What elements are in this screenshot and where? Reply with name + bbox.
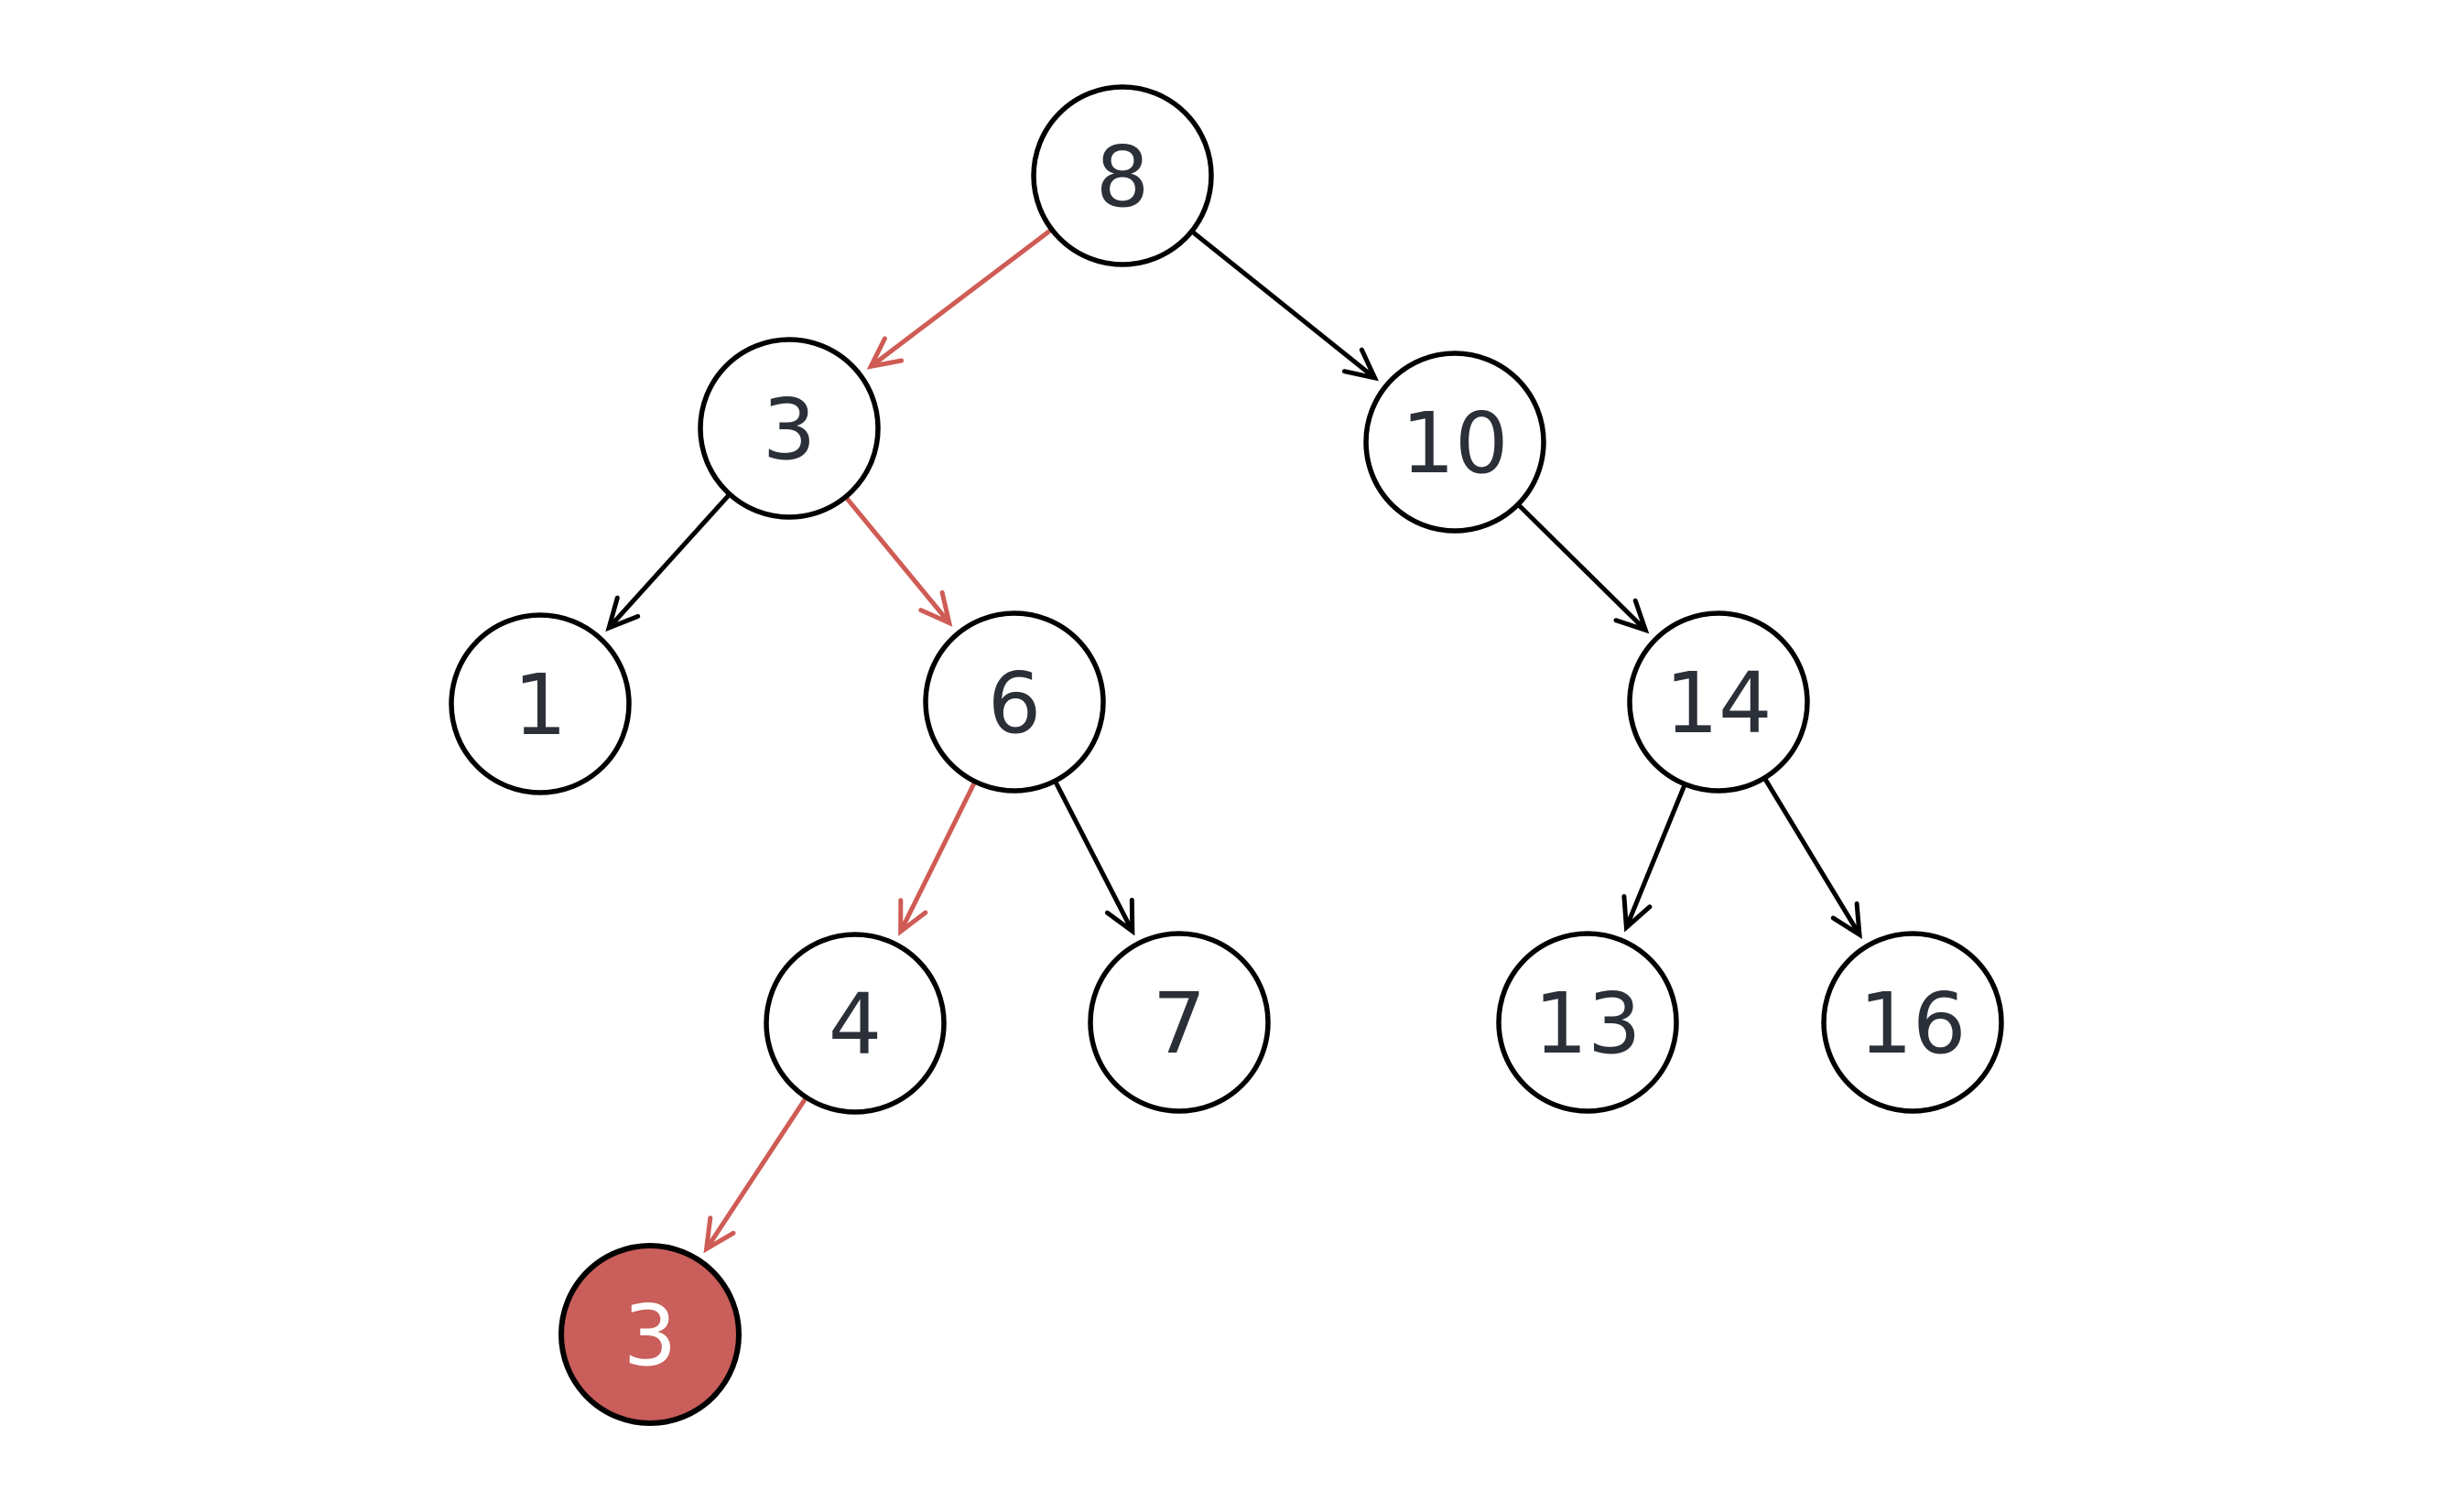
tree-node-4: 4	[764, 932, 947, 1115]
node-circle-1	[449, 612, 632, 795]
node-circle-16	[1821, 931, 2004, 1114]
edge-3-6	[844, 496, 953, 627]
edge-14-13	[1621, 784, 1686, 933]
arrowhead-6-7	[1104, 897, 1135, 936]
node-label-14: 14	[1664, 654, 1772, 752]
edge-14-16	[1763, 778, 1862, 940]
edge-10-14	[1517, 503, 1650, 634]
node-label-13: 13	[1534, 975, 1641, 1073]
edge-line-3-1	[607, 493, 731, 630]
tree-node-1: 1	[449, 612, 632, 795]
arrowhead-8-10	[1341, 347, 1379, 382]
node-label-7: 7	[1153, 975, 1207, 1073]
tree-node-16: 16	[1821, 931, 2004, 1114]
arrowhead-14-13	[1621, 893, 1653, 933]
arrowhead-14-16	[1830, 901, 1862, 940]
node-label-4: 4	[829, 976, 883, 1074]
edge-line-6-7	[1054, 781, 1135, 933]
edge-line-8-3	[869, 228, 1052, 369]
edge-3-1	[605, 493, 731, 632]
edges-layer	[605, 228, 1862, 1254]
tree-node-8: 8	[1031, 84, 1214, 267]
tree-node-6: 6	[923, 610, 1106, 794]
node-circle-10	[1363, 351, 1546, 534]
node-label-16: 16	[1859, 975, 1966, 1073]
node-circle-8	[1031, 84, 1214, 267]
edge-line-4-3b	[704, 1097, 808, 1250]
edge-line-14-13	[1624, 784, 1686, 929]
arrowhead-3-1	[605, 595, 641, 632]
node-label-6: 6	[988, 654, 1042, 752]
edge-line-6-4	[898, 782, 977, 933]
edge-line-14-16	[1763, 778, 1862, 936]
edge-4-3b	[703, 1097, 808, 1254]
node-label-8: 8	[1096, 128, 1150, 226]
tree-node-10: 10	[1363, 351, 1546, 534]
node-label-3: 3	[763, 381, 817, 479]
edge-8-3	[866, 228, 1052, 370]
edge-line-10-14	[1517, 503, 1648, 632]
node-circle-13	[1496, 931, 1679, 1114]
arrowhead-8-3	[866, 336, 905, 370]
edge-line-8-10	[1191, 230, 1377, 380]
node-circle-7	[1088, 931, 1271, 1114]
tree-node-3: 3	[698, 337, 881, 520]
edge-6-4	[898, 782, 977, 936]
node-label-1: 1	[514, 656, 568, 754]
node-circle-14	[1627, 610, 1810, 794]
node-circle-4	[764, 932, 947, 1115]
node-label-3b: 3	[623, 1287, 678, 1385]
tree-node-3b-highlighted: 3	[558, 1243, 742, 1426]
node-circle-3b	[558, 1243, 742, 1426]
edge-8-10	[1191, 230, 1379, 382]
arrowhead-10-14	[1613, 598, 1650, 634]
arrowhead-3-6	[918, 589, 953, 627]
node-circle-6	[923, 610, 1106, 794]
arrowhead-6-4	[898, 898, 928, 936]
edge-line-3-6	[844, 496, 951, 625]
node-label-10: 10	[1401, 394, 1508, 492]
arrowhead-4-3b	[703, 1215, 736, 1254]
tree-node-13: 13	[1496, 931, 1679, 1114]
edge-6-7	[1054, 781, 1135, 936]
tree-node-7: 7	[1088, 931, 1271, 1114]
tree-node-14: 14	[1627, 610, 1810, 794]
node-circle-3	[698, 337, 881, 520]
